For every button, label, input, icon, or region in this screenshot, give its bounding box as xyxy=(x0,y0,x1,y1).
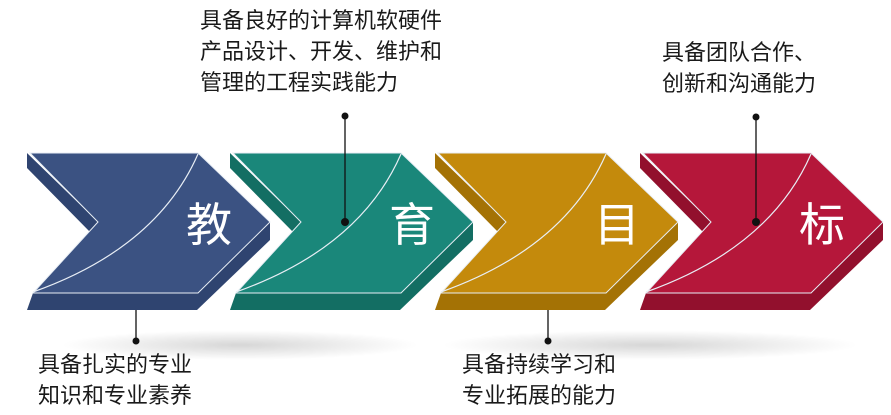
label-continuous-learning: 具备持续学习和 专业拓展的能力 xyxy=(462,350,616,412)
connector-dot xyxy=(341,112,349,120)
chevron-right-side xyxy=(197,222,270,310)
label-line: 具备持续学习和 xyxy=(462,353,617,378)
chevron-bottom-side xyxy=(230,293,400,310)
connector-dot xyxy=(544,337,552,345)
label-line: 具备良好的计算机软硬件 xyxy=(200,9,443,34)
chevron-right-side xyxy=(810,222,883,310)
chevron-char: 标 xyxy=(799,198,845,252)
chevron-notch-side xyxy=(435,153,506,232)
chevron-curve-line xyxy=(32,153,199,293)
label-line: 知识和专业素养 xyxy=(38,384,193,409)
label-knowledge: 具备扎实的专业 知识和专业素养 xyxy=(38,350,192,412)
chevron-bottom-side xyxy=(640,293,810,310)
chevron-right-side xyxy=(400,222,473,310)
chevron-char: 育 xyxy=(389,198,435,252)
shadow xyxy=(60,330,420,360)
chevron-curve-line xyxy=(440,153,607,293)
chevron-bottom-side xyxy=(435,293,605,310)
chevron-right-side xyxy=(605,222,678,310)
chevron-curve-line xyxy=(235,153,402,293)
chevron-notch-side xyxy=(27,153,98,232)
chevron-notch-side xyxy=(230,153,301,232)
label-teamwork: 具备团队合作、 创新和沟通能力 xyxy=(662,38,816,100)
chevron-notch-side xyxy=(640,153,711,232)
chevron-char: 教 xyxy=(186,198,232,252)
connector-dot xyxy=(752,218,760,226)
connector-dot xyxy=(132,337,140,345)
chevron-curve-line xyxy=(645,153,812,293)
connector-dot xyxy=(752,113,760,121)
label-line: 专业拓展的能力 xyxy=(462,384,617,409)
label-line: 产品设计、开发、维护和 xyxy=(200,40,443,65)
label-practice-ability: 具备良好的计算机软硬件 产品设计、开发、维护和 管理的工程实践能力 xyxy=(200,6,442,99)
label-line: 创新和沟通能力 xyxy=(662,72,817,97)
shadow xyxy=(440,330,860,360)
label-line: 具备团队合作、 xyxy=(662,41,817,66)
chevron-char: 目 xyxy=(594,198,640,252)
label-line: 管理的工程实践能力 xyxy=(200,71,399,96)
label-line: 具备扎实的专业 xyxy=(38,353,193,378)
connector-dot xyxy=(341,218,349,226)
chevron-bottom-side xyxy=(27,293,197,310)
